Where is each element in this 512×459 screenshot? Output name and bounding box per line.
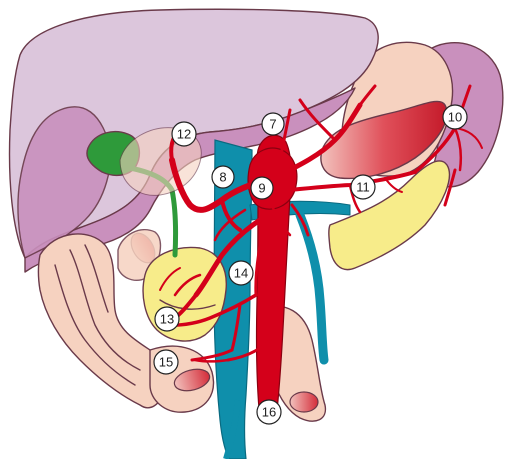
label-16: 16 xyxy=(256,399,282,425)
pancreas-tail xyxy=(328,160,451,271)
label-13-text: 13 xyxy=(160,312,174,327)
label-14-text: 14 xyxy=(234,266,248,281)
bowel-fold-2 xyxy=(54,264,136,386)
label-14: 14 xyxy=(228,260,254,286)
label-11: 11 xyxy=(350,174,376,200)
bowel-fold-1 xyxy=(69,249,141,371)
label-12: 12 xyxy=(171,121,197,147)
bowel-fold-3 xyxy=(84,244,109,313)
bowel-lumen-right xyxy=(289,391,319,413)
label-12-text: 12 xyxy=(177,127,191,142)
kidney-left xyxy=(320,100,448,180)
label-11-text: 11 xyxy=(356,180,370,195)
label-7: 7 xyxy=(261,112,285,136)
label-10: 10 xyxy=(442,104,468,130)
lower-vein-branch xyxy=(223,399,241,459)
label-15-text: 15 xyxy=(159,355,173,370)
label-8: 8 xyxy=(211,165,235,189)
label-7-text: 7 xyxy=(269,117,276,132)
label-16-text: 16 xyxy=(262,405,276,420)
pancreas-head xyxy=(142,246,227,342)
label-9-text: 9 xyxy=(258,181,265,196)
label-10-text: 10 xyxy=(448,110,462,125)
label-15: 15 xyxy=(153,349,179,375)
label-9: 9 xyxy=(250,176,274,200)
label-13: 13 xyxy=(154,306,180,332)
label-8-text: 8 xyxy=(219,170,226,185)
bowel-lumen-left xyxy=(173,368,211,392)
arterial-branches xyxy=(159,84,483,363)
liver-quadrate-lobe xyxy=(17,106,111,259)
